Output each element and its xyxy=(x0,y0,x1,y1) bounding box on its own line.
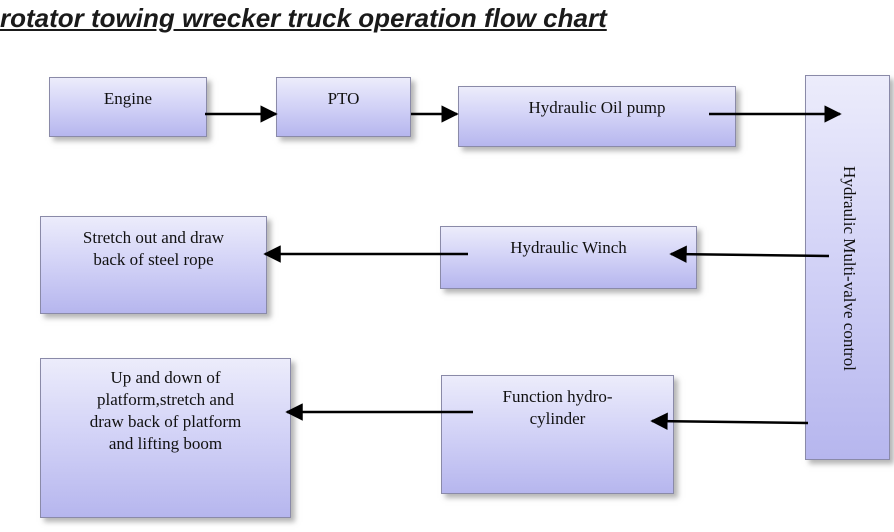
winch-label: Hydraulic Winch xyxy=(510,238,627,257)
steel-rope-box: Stretch out and draw back of steel rope xyxy=(40,216,267,314)
oil-pump-box: Hydraulic Oil pump xyxy=(458,86,736,147)
chart-title: rotator towing wrecker truck operation f… xyxy=(0,3,607,33)
multi-valve-box: Hydraulic Multi-valve control xyxy=(805,75,890,460)
pto-label: PTO xyxy=(327,89,360,108)
pto-box: PTO xyxy=(276,77,411,137)
engine-box: Engine xyxy=(49,77,207,137)
steel-rope-label: Stretch out and draw back of steel rope xyxy=(82,228,225,269)
arrow-valve-to-hydro-cylinder xyxy=(650,412,809,430)
oil-pump-label: Hydraulic Oil pump xyxy=(528,98,666,117)
platform-box: Up and down of platform,stretch and draw… xyxy=(40,358,291,518)
hydro-cylinder-box: Function hydro- cylinder xyxy=(441,375,674,494)
platform-label: Up and down of platform,stretch and draw… xyxy=(89,368,242,453)
winch-box: Hydraulic Winch xyxy=(440,226,697,289)
engine-label: Engine xyxy=(103,89,153,108)
hydro-cylinder-label: Function hydro- cylinder xyxy=(502,387,613,428)
arrow-valve-to-winch xyxy=(669,245,830,263)
